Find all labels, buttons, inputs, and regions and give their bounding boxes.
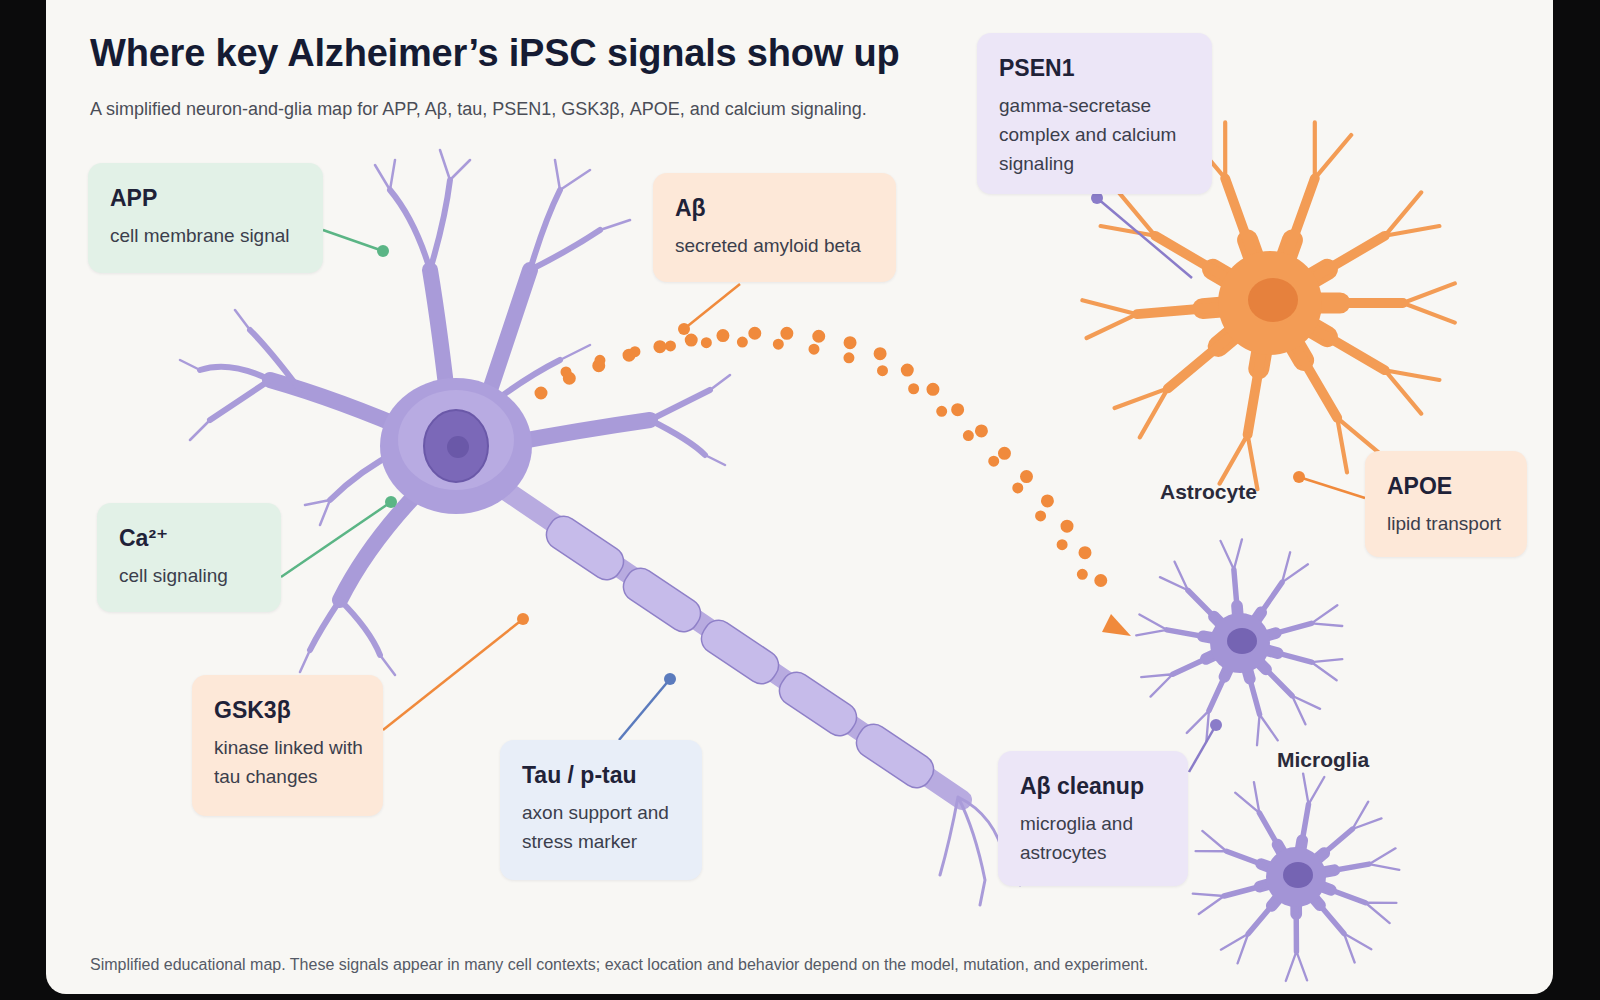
callout-text: gamma-secretase complex and calcium sign… xyxy=(999,91,1200,179)
leader-dot xyxy=(1210,719,1222,731)
cell-label: Microglia xyxy=(1277,748,1369,772)
callout-heading: Tau / p-tau xyxy=(522,762,690,790)
callout-heading: APP xyxy=(110,185,311,213)
callout-text: axon support and stress marker xyxy=(522,798,690,857)
myelin-sheath xyxy=(774,667,863,742)
microglia-nucleus xyxy=(1283,862,1313,888)
astrocyte-nucleus xyxy=(1248,278,1298,322)
microglia-processes xyxy=(1176,760,1416,997)
neuron-dendrites xyxy=(270,270,650,600)
callout-text: cell signaling xyxy=(119,561,269,590)
callout-text: cell membrane signal xyxy=(110,221,311,250)
microglia-body xyxy=(1210,613,1270,673)
leader-line xyxy=(684,284,740,329)
callout-heading: APOE xyxy=(1387,473,1515,501)
leader-line xyxy=(323,230,383,251)
myelin-sheath xyxy=(541,511,630,586)
myelin-sheath xyxy=(851,719,940,794)
callout-box: Aβ cleanup microglia and astrocytes xyxy=(998,751,1188,886)
leader-dot xyxy=(1293,471,1305,483)
callout-text: lipid transport xyxy=(1387,509,1515,538)
leader-line xyxy=(383,619,523,730)
leader-line xyxy=(281,502,391,577)
callout-heading: Ca²⁺ xyxy=(119,525,269,553)
card-background xyxy=(46,0,1553,994)
leader-line xyxy=(619,679,670,740)
callout-box: Ca²⁺ cell signaling xyxy=(97,503,281,612)
neuron-nucleus xyxy=(424,410,488,482)
callout-box: APOE lipid transport xyxy=(1365,451,1527,557)
amyloid-dots xyxy=(566,342,1096,596)
amyloid-trail xyxy=(541,333,1131,636)
trail-arrowhead xyxy=(1102,614,1131,636)
amyloid-dots xyxy=(541,333,1112,606)
neuron-soma xyxy=(380,378,532,514)
astrocyte-body xyxy=(1218,251,1322,355)
myelin-sheath xyxy=(618,563,707,638)
leader-line xyxy=(1189,725,1216,772)
callout-heading: Aβ xyxy=(675,195,884,223)
microglia-processes xyxy=(1112,519,1365,770)
leader-dot xyxy=(664,673,676,685)
callout-heading: GSK3β xyxy=(214,697,371,725)
callout-text: microglia and astrocytes xyxy=(1020,809,1176,868)
subtitle: A simplified neuron-and-glia map for APP… xyxy=(90,99,867,120)
callout-box: Tau / p-tau axon support and stress marke… xyxy=(500,740,702,880)
callout-heading: Aβ cleanup xyxy=(1020,773,1176,801)
diagram-caption: Simplified educational map. These signal… xyxy=(90,956,1148,974)
callout-box: Aβ secreted amyloid beta xyxy=(653,173,896,282)
callout-text: kinase linked with tau changes xyxy=(214,733,371,792)
microglia-body xyxy=(1266,847,1326,907)
myelin-sheath xyxy=(696,615,785,690)
callout-box: PSEN1 gamma-secretase complex and calcium… xyxy=(977,33,1212,194)
leader-dot xyxy=(377,245,389,257)
leader-dot xyxy=(385,496,397,508)
callout-heading: PSEN1 xyxy=(999,55,1200,83)
callout-text: secreted amyloid beta xyxy=(675,231,884,260)
leader-line xyxy=(1097,198,1192,278)
leader-dot xyxy=(517,613,529,625)
microglia-nucleus xyxy=(1227,628,1257,654)
callout-box: APP cell membrane signal xyxy=(88,163,323,273)
leader-line xyxy=(1299,477,1365,498)
nucleolus xyxy=(447,436,469,458)
cell-label: Astrocyte xyxy=(1160,480,1257,504)
diagram-title: Where key Alzheimer’s iPSC signals show … xyxy=(90,32,900,75)
leader-dot xyxy=(678,323,690,335)
callout-box: GSK3β kinase linked with tau changes xyxy=(192,675,383,816)
soma-highlight xyxy=(398,390,514,490)
